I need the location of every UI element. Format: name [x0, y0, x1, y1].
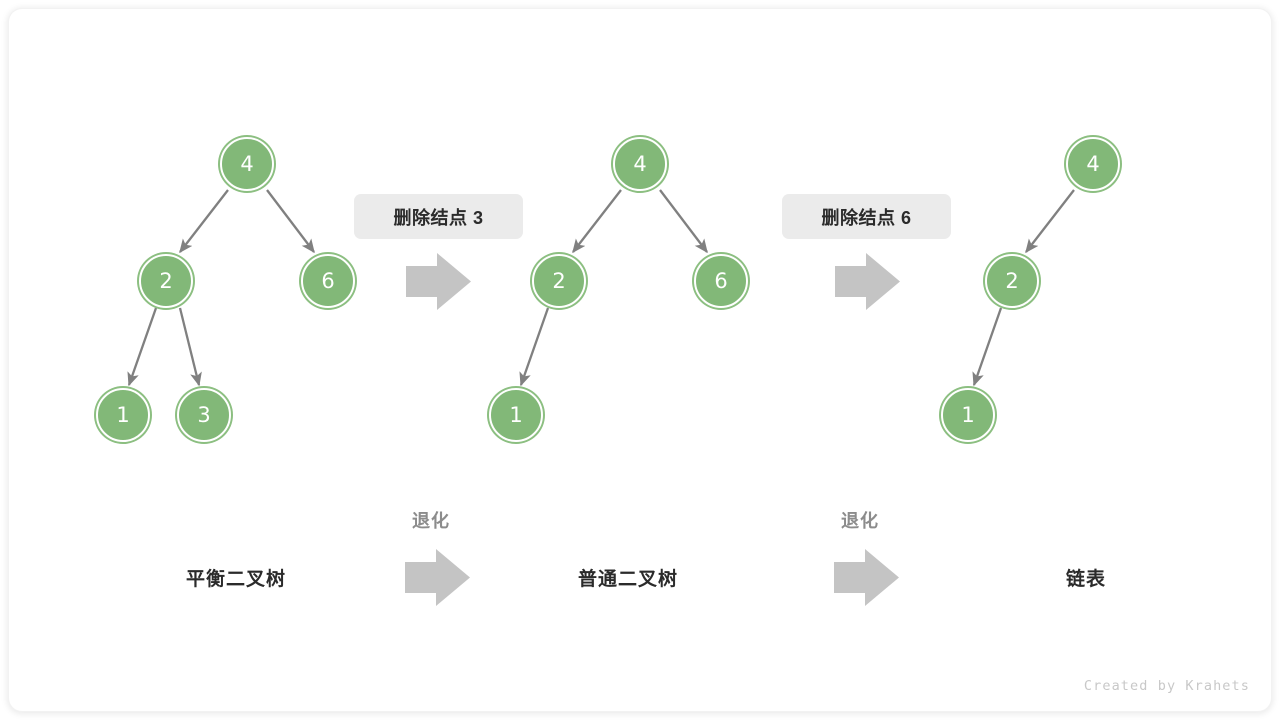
tree-node[interactable]: 6	[301, 254, 355, 308]
tree-node[interactable]: 4	[1066, 137, 1120, 191]
tree-node[interactable]: 3	[177, 388, 231, 442]
tree-node[interactable]: 1	[489, 388, 543, 442]
transition-label-1: 退化	[412, 511, 450, 531]
watermark-credit: Created by Krahets	[1083, 678, 1250, 694]
canvas-frame	[9, 9, 1271, 711]
tree-node[interactable]: 1	[96, 388, 150, 442]
caption-balanced-tree: 平衡二叉树	[186, 569, 287, 590]
caption-linked-list: 链表	[1066, 569, 1107, 590]
tree-node[interactable]: 4	[613, 137, 667, 191]
tree-node[interactable]: 2	[532, 254, 586, 308]
tree-node[interactable]: 2	[985, 254, 1039, 308]
operation-label-delete-3[interactable]: 删除结点 3	[354, 194, 523, 239]
tree-node[interactable]: 2	[139, 254, 193, 308]
transition-label-2: 退化	[841, 511, 879, 531]
operation-label-delete-6[interactable]: 删除结点 6	[782, 194, 951, 239]
tree-node[interactable]: 4	[220, 137, 274, 191]
tree-node[interactable]: 6	[694, 254, 748, 308]
caption-ordinary-tree: 普通二叉树	[578, 569, 679, 590]
tree-node[interactable]: 1	[941, 388, 995, 442]
